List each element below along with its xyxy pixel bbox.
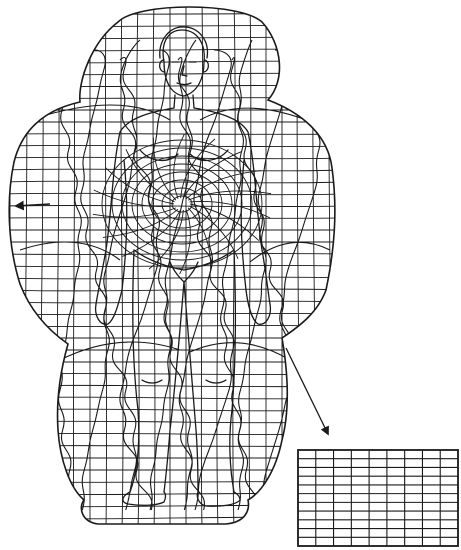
field-grid-row bbox=[0, 493, 345, 494]
neck bbox=[174, 95, 194, 108]
field-grid-lines bbox=[0, 0, 345, 530]
left-leg-inner bbox=[164, 282, 184, 492]
energy-flow-line bbox=[194, 50, 234, 510]
field-grid-row bbox=[0, 289, 345, 291]
field-grid-row bbox=[0, 73, 345, 75]
field-grid-column bbox=[73, 0, 74, 530]
left-hand bbox=[96, 290, 122, 324]
field-grid-row bbox=[0, 517, 345, 519]
energy-field-texture bbox=[0, 0, 345, 530]
field-grid-column bbox=[41, 0, 43, 530]
energy-flow-line bbox=[104, 58, 137, 511]
grid-detail-cells bbox=[298, 450, 458, 546]
left-chest bbox=[140, 150, 178, 160]
field-grid-column bbox=[121, 0, 123, 530]
mouth bbox=[177, 83, 191, 85]
field-grid-row bbox=[0, 25, 345, 26]
detail-pointer-arrow bbox=[286, 348, 328, 434]
grid-detail-frame bbox=[298, 450, 458, 546]
left-inner-arm bbox=[122, 160, 127, 290]
energy-arc bbox=[190, 343, 290, 360]
energy-flow-line bbox=[258, 50, 291, 510]
field-grid-row bbox=[0, 421, 345, 423]
field-grid-column bbox=[217, 0, 219, 530]
field-grid-column bbox=[57, 0, 59, 530]
field-grid-row bbox=[0, 98, 345, 99]
energy-flow-line bbox=[164, 58, 192, 511]
field-grid-row bbox=[0, 482, 345, 483]
field-grid-row bbox=[0, 301, 345, 303]
energy-flow-line bbox=[238, 40, 266, 510]
energy-arc bbox=[60, 342, 180, 360]
field-grid-column bbox=[170, 0, 171, 530]
field-grid-row bbox=[0, 134, 345, 135]
field-grid-row bbox=[0, 37, 345, 38]
left-knee bbox=[142, 380, 162, 383]
field-grid-row bbox=[0, 49, 345, 51]
field-grid-column bbox=[282, 0, 283, 530]
grid-detail-inset bbox=[298, 450, 458, 546]
vortex-spoke bbox=[174, 134, 185, 199]
energy-flow-lines bbox=[20, 40, 330, 510]
field-grid-row bbox=[0, 433, 345, 434]
field-grid-column bbox=[10, 0, 11, 530]
field-grid-row bbox=[0, 446, 345, 447]
field-grid-row bbox=[0, 385, 345, 386]
field-grid-column bbox=[105, 0, 106, 530]
right-knee bbox=[206, 380, 226, 383]
field-grid-row bbox=[0, 14, 345, 15]
field-grid-column bbox=[25, 0, 27, 530]
field-grid-row bbox=[0, 313, 345, 314]
field-grid-row bbox=[0, 277, 345, 279]
field-grid-row bbox=[0, 85, 345, 86]
field-grid-row bbox=[0, 373, 345, 374]
field-grid-row bbox=[0, 145, 345, 146]
field-grid-row bbox=[0, 326, 345, 327]
field-grid-row bbox=[0, 505, 345, 507]
field-grid-column bbox=[249, 0, 251, 530]
field-grid-row bbox=[0, 397, 345, 399]
left-leg-outer bbox=[130, 250, 139, 492]
energy-flow-line bbox=[81, 50, 110, 510]
field-grid-row bbox=[0, 193, 345, 194]
field-grid-row bbox=[0, 169, 345, 171]
